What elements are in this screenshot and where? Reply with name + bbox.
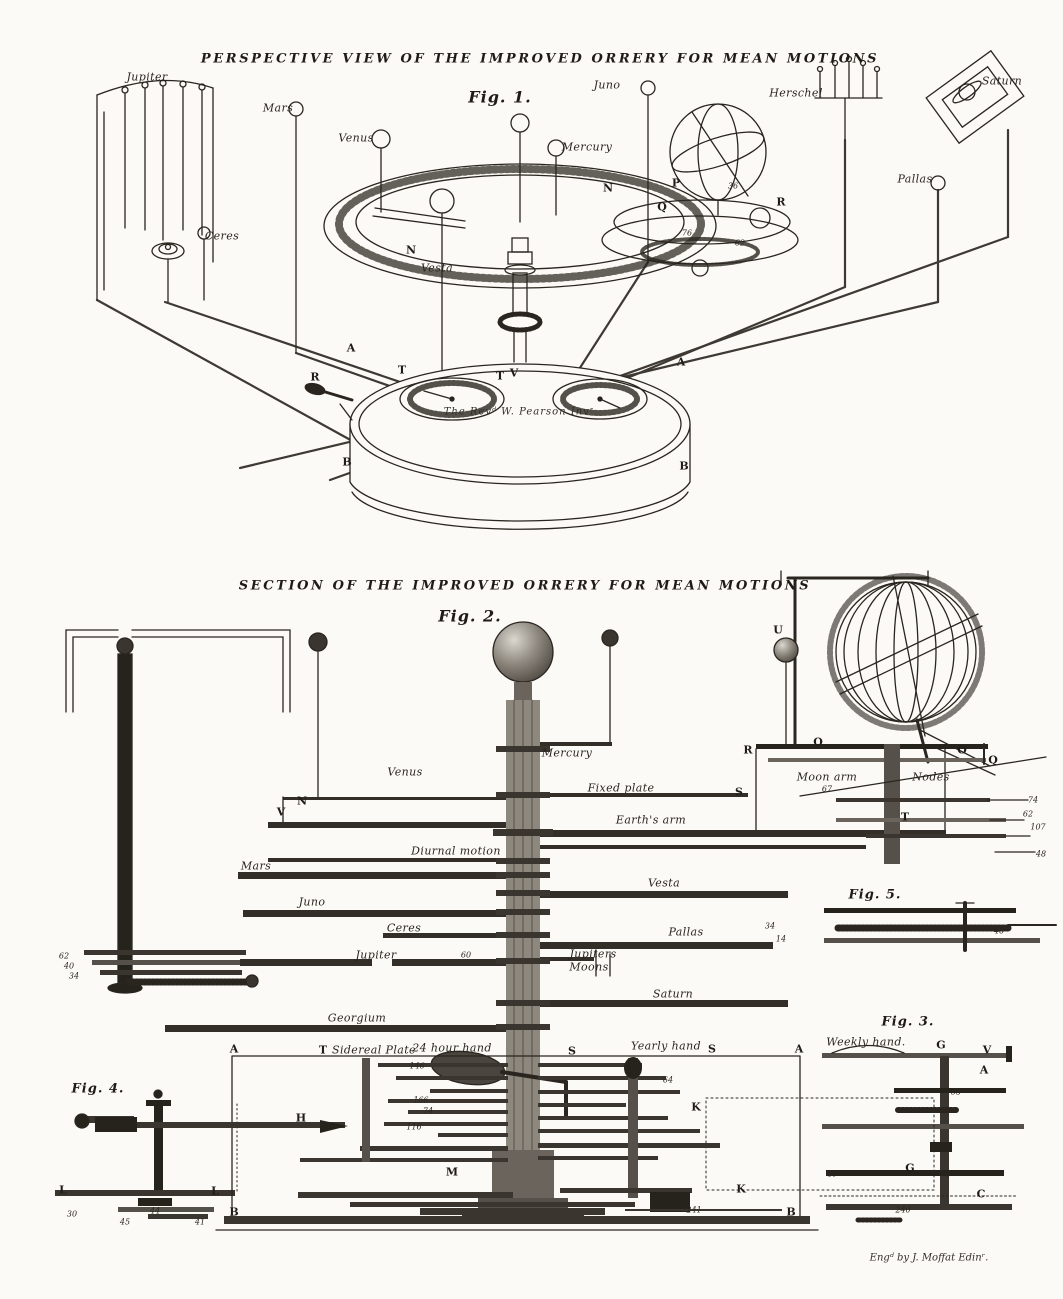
moon-arm-assembly	[756, 743, 1047, 864]
pallas-stand	[930, 175, 946, 191]
earth-globe-assembly	[601, 103, 799, 277]
fig1-drawing	[95, 49, 1025, 530]
fig3-mechanism	[819, 1044, 1024, 1223]
juno-stand	[640, 80, 656, 263]
arm-bars	[165, 742, 946, 1032]
mars-stand	[288, 101, 304, 354]
left-column-assembly	[65, 629, 291, 994]
fig5-caption: Fig. 5.	[848, 887, 902, 903]
minute-dial	[552, 378, 648, 420]
arm-brackets	[282, 629, 946, 977]
fig1-caption: Fig. 1.	[468, 87, 532, 107]
fig1-title: PERSPECTIVE VIEW OF THE IMPROVED ORRERY …	[200, 51, 880, 67]
saturn-frame	[925, 49, 1025, 145]
central-column-fig1	[497, 237, 543, 363]
engraver-credit: Engᵈ by J. Moffat Edinʳ.	[869, 1252, 989, 1264]
fig3-caption: Fig. 3.	[881, 1014, 935, 1030]
herschel-moons-frame	[814, 55, 883, 141]
fig5-mechanism	[824, 901, 1057, 952]
gear-frame	[215, 1055, 935, 1231]
jupiter-moons-frame	[96, 79, 214, 303]
fig2-drawing	[55, 570, 1057, 1231]
fig4-mechanism	[55, 1089, 238, 1219]
drum-base	[304, 363, 691, 530]
sun-pillar	[510, 113, 530, 223]
fig4-caption: Fig. 4.	[71, 1081, 125, 1097]
left-gear-cluster	[84, 950, 259, 988]
ceres-stand	[197, 226, 211, 301]
mercury-stand	[547, 139, 565, 216]
inventor-credit: The Revᵈ W. Pearson Invʳ	[443, 406, 595, 418]
venus-stand	[371, 129, 391, 213]
hour-dial	[399, 377, 505, 421]
gear-train	[95, 1057, 782, 1215]
ecliptic-ring	[323, 163, 717, 431]
fig2-caption: Fig. 2.	[438, 606, 502, 626]
winding-crank	[430, 1050, 568, 1120]
fig2-title: SECTION OF THE IMPROVED ORRERY FOR MEAN …	[238, 578, 812, 594]
central-column	[462, 682, 584, 1220]
drum-crank	[304, 382, 354, 421]
